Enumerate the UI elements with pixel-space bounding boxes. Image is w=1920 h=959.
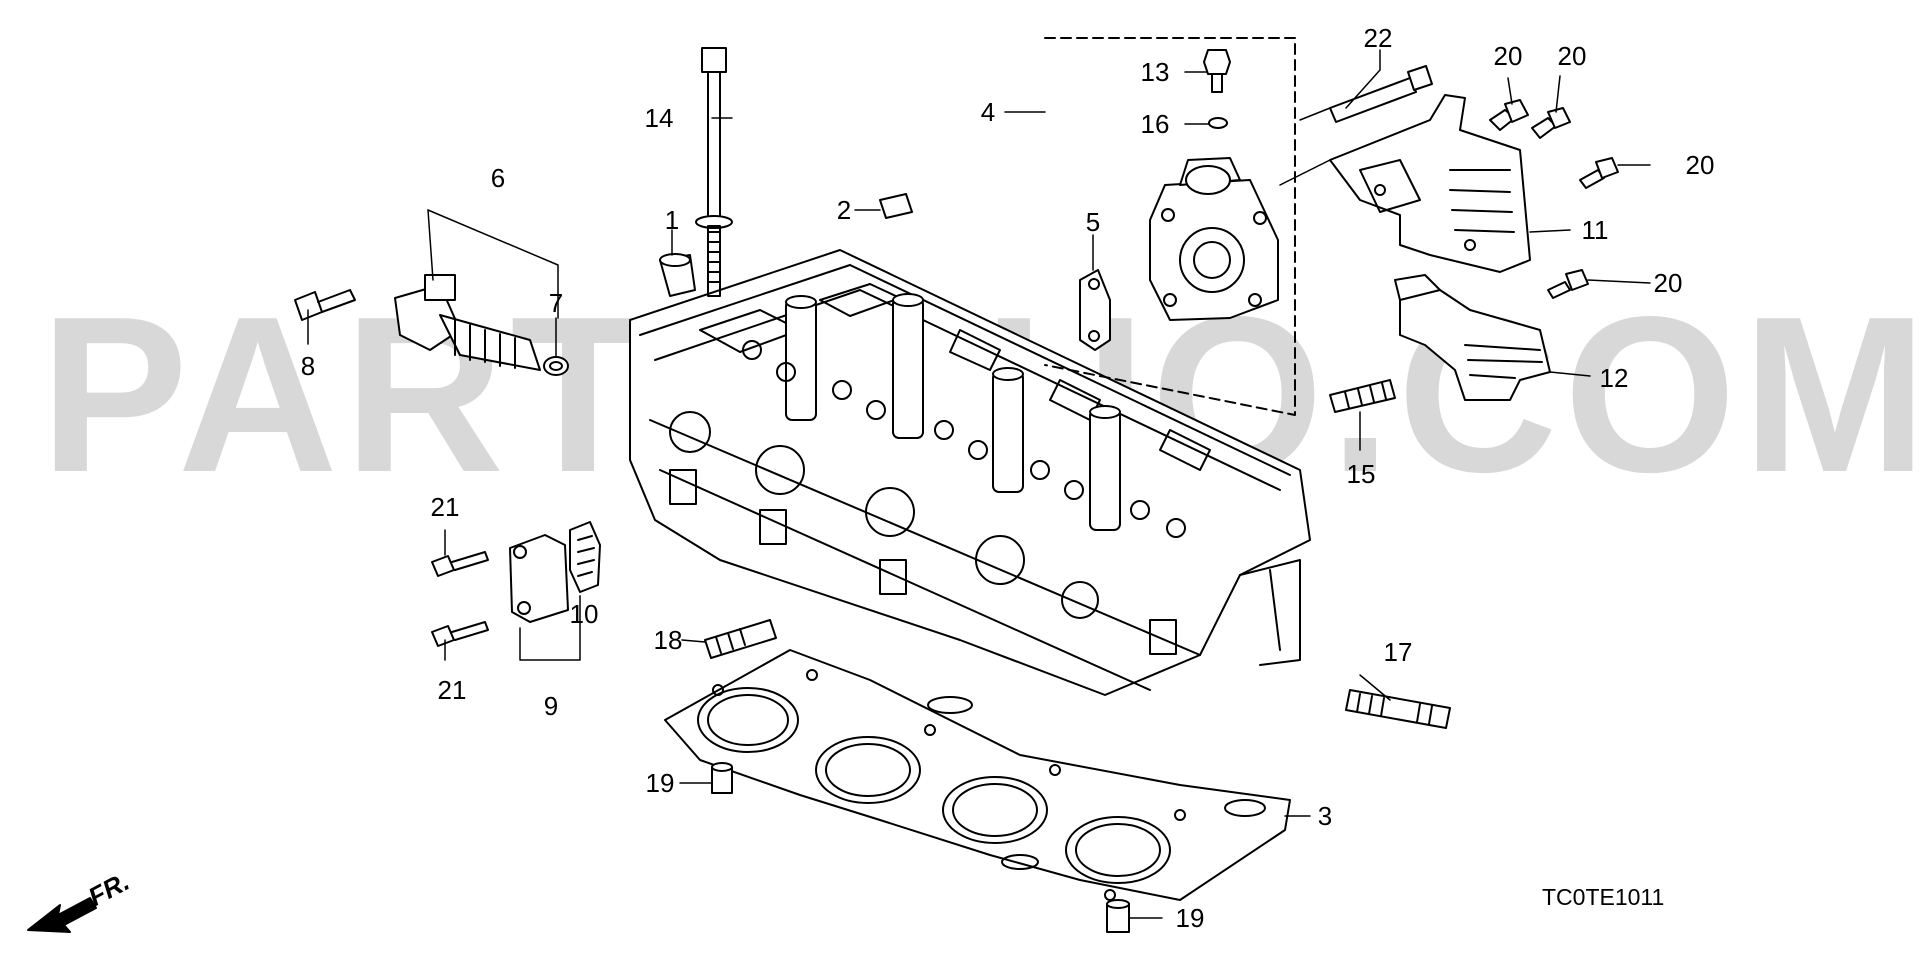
- callout-21-upper[interactable]: 21: [430, 492, 460, 522]
- flange-bolt-20-a: [1489, 99, 1529, 131]
- harness-bracket-upper: [1329, 94, 1531, 273]
- callout-1[interactable]: 1: [664, 205, 680, 235]
- spool-valve-gasket: [1079, 269, 1111, 351]
- flange-bolt-20-b: [1531, 107, 1571, 139]
- diagram-code: TC0TE1011: [1542, 884, 1665, 910]
- leader-lines: [307, 49, 1651, 919]
- callout-22[interactable]: 22: [1363, 23, 1393, 53]
- callout-19-upper[interactable]: 19: [645, 768, 675, 798]
- callout-20-b[interactable]: 20: [1557, 41, 1587, 71]
- spool-valve-group-box: [1044, 37, 1296, 416]
- spool-valve-bolt: [1203, 49, 1231, 93]
- callout-14[interactable]: 14: [644, 103, 674, 133]
- callout-20-c[interactable]: 20: [1685, 150, 1715, 180]
- callout-11[interactable]: 11: [1581, 215, 1609, 245]
- cover-bolt-lower: [431, 621, 489, 647]
- flange-bolt-20-d: [1547, 269, 1589, 299]
- valve-stem-seal: [659, 253, 696, 297]
- spool-valve-assembly: [1149, 157, 1279, 321]
- callout-18[interactable]: 18: [653, 625, 683, 655]
- stud-bolt-18: [704, 619, 777, 659]
- cover-plate: [509, 534, 569, 623]
- callout-20-a[interactable]: 20: [1493, 41, 1523, 71]
- callout-19-lower[interactable]: 19: [1175, 903, 1205, 933]
- callout-10[interactable]: 10: [569, 599, 599, 629]
- callout-4[interactable]: 4: [980, 97, 996, 127]
- valve-cotter: [879, 193, 913, 219]
- callout-6[interactable]: 6: [490, 163, 506, 193]
- callout-8[interactable]: 8: [300, 351, 316, 381]
- callout-17[interactable]: 17: [1383, 637, 1413, 667]
- cover-bolt-upper: [431, 551, 489, 577]
- callout-16[interactable]: 16: [1140, 109, 1170, 139]
- stud-bolt-17: [1345, 689, 1451, 729]
- callout-12[interactable]: 12: [1599, 363, 1629, 393]
- head-gasket: [664, 649, 1291, 901]
- stud-bolt-15: [1329, 379, 1396, 413]
- cylinder-head: [629, 249, 1311, 696]
- cover-gasket: [569, 521, 601, 593]
- callout-3[interactable]: 3: [1317, 801, 1333, 831]
- flange-bolt-20-c: [1579, 157, 1619, 189]
- callout-7[interactable]: 7: [548, 288, 564, 318]
- callout-15[interactable]: 15: [1346, 459, 1376, 489]
- callout-13[interactable]: 13: [1140, 57, 1170, 87]
- solenoid-bolt: [294, 289, 356, 321]
- head-bolt: [695, 47, 733, 297]
- dowel-pin-upper: [711, 762, 733, 794]
- solenoid-gasket: [543, 356, 569, 376]
- callout-21-lower[interactable]: 21: [437, 675, 467, 705]
- callout-5[interactable]: 5: [1085, 207, 1101, 237]
- front-arrow-icon: [27, 897, 97, 933]
- callout-2[interactable]: 2: [836, 195, 852, 225]
- harness-bracket-lower: [1394, 274, 1551, 401]
- spool-valve-washer: [1208, 117, 1228, 129]
- callout-20-d[interactable]: 20: [1653, 268, 1683, 298]
- dowel-pin-lower: [1106, 899, 1130, 933]
- flange-bolt-22: [1329, 65, 1433, 123]
- callout-9[interactable]: 9: [543, 691, 559, 721]
- vtc-solenoid: [394, 274, 541, 371]
